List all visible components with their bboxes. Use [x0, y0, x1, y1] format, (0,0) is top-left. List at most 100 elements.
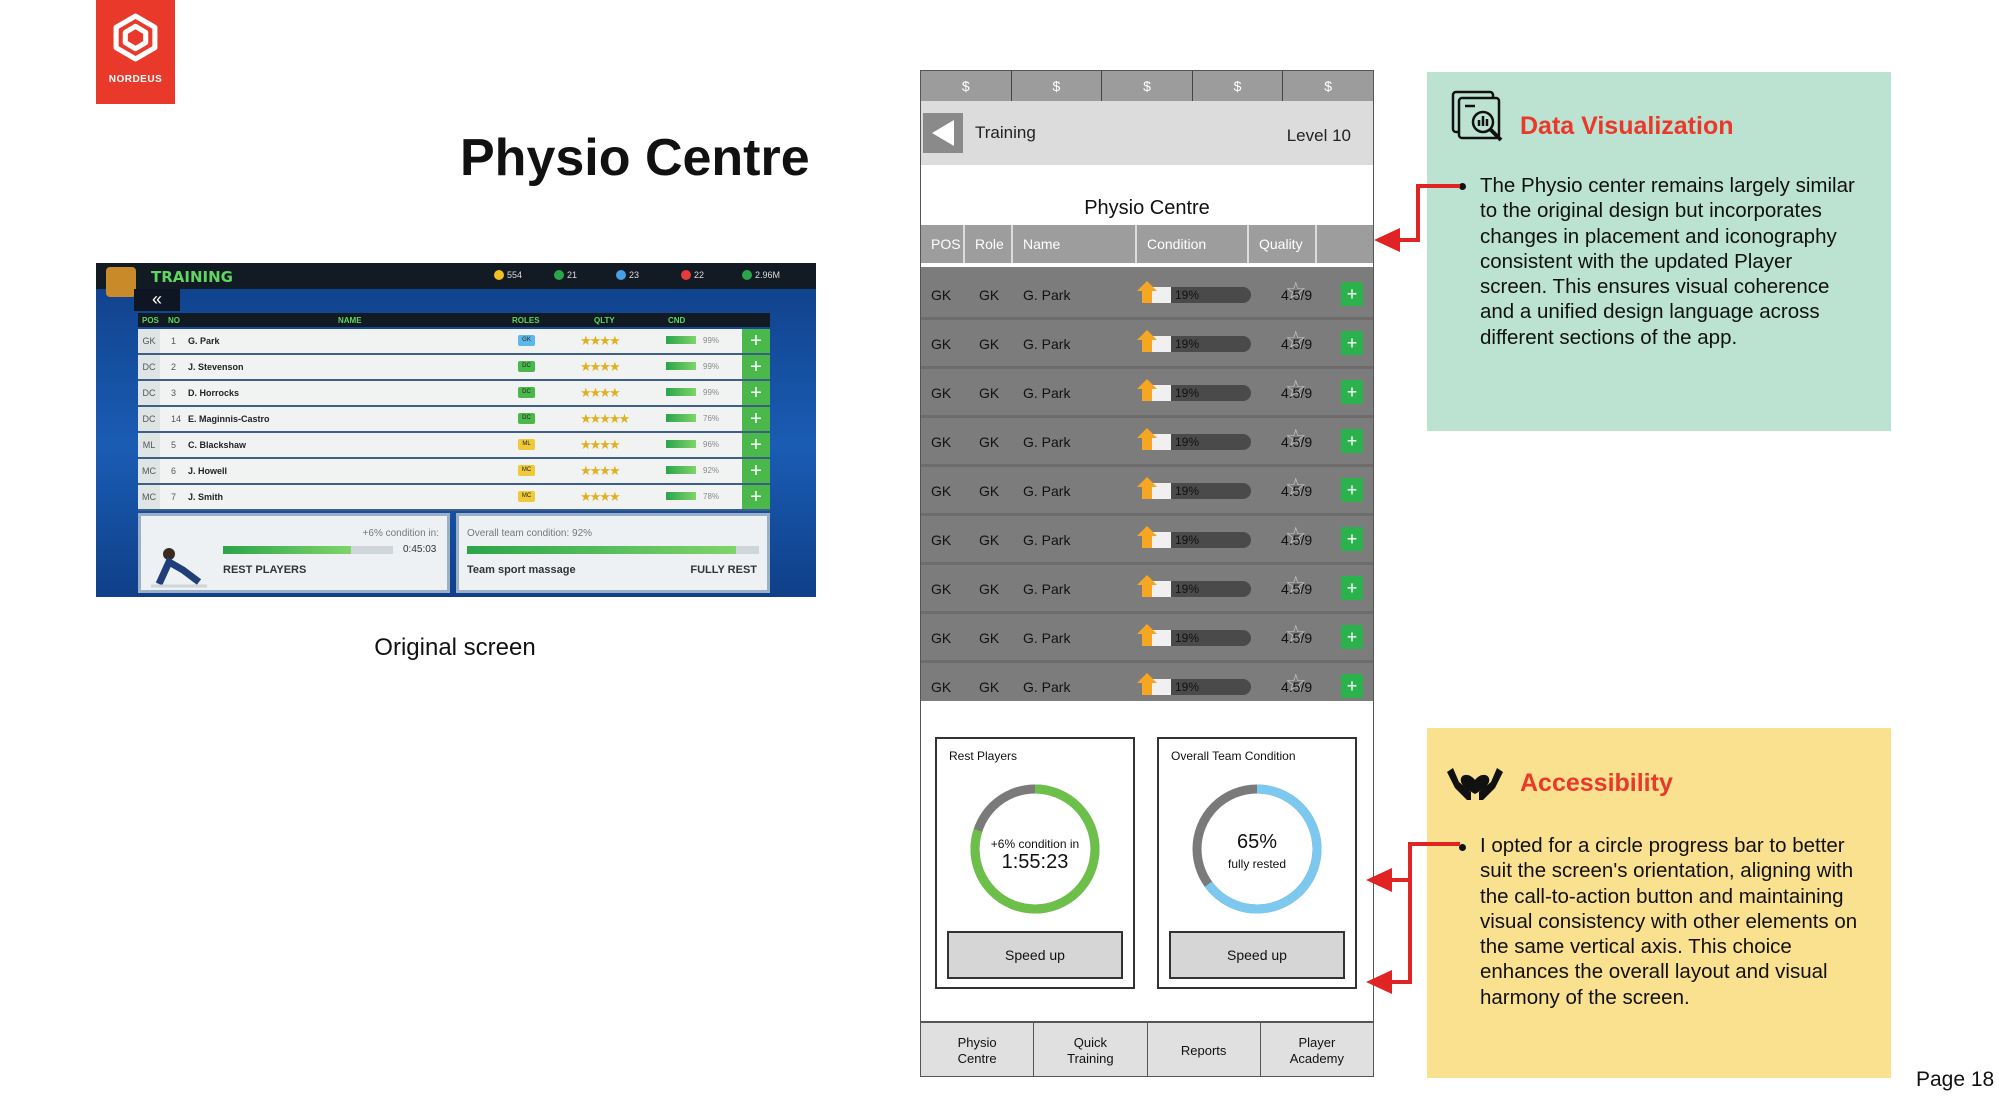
rest-speed-up-button[interactable]: Speed up [947, 931, 1123, 979]
tab-reports[interactable]: Reports [1147, 1023, 1261, 1076]
condition-percent: 19% [1175, 582, 1200, 596]
column-quality[interactable]: Quality [1249, 225, 1317, 263]
original-back-button[interactable]: « [134, 289, 180, 311]
quality-star-icon: ☆ [1285, 572, 1307, 599]
nav-title: Training [975, 123, 1036, 142]
quality-star-icon: ☆ [1285, 376, 1307, 403]
add-player-button[interactable]: + [1341, 674, 1363, 698]
player-pos: GK [931, 287, 952, 303]
phone-mockup: $ $ $ $ $ Training Level 10 Physio Centr… [920, 70, 1374, 1077]
add-player-button[interactable]: + [1341, 429, 1363, 453]
original-role-badge: GK [518, 335, 535, 346]
data-visualization-heading: Data Visualization [1520, 112, 1734, 140]
nordeus-mark-icon [113, 13, 158, 62]
original-role-badge: DC [518, 387, 535, 398]
column-pos[interactable]: POS [921, 225, 965, 263]
player-name: G. Park [1023, 581, 1071, 597]
add-player-button[interactable]: + [1341, 527, 1363, 551]
original-caption: Original screen [374, 634, 536, 661]
add-player-button[interactable]: + [1341, 576, 1363, 600]
add-player-button[interactable]: + [1341, 282, 1363, 306]
column-name[interactable]: Name [1013, 225, 1137, 263]
original-row-number: 14 [171, 414, 182, 424]
player-name: G. Park [1023, 532, 1071, 548]
team-condition-label: fully rested [1227, 857, 1287, 871]
original-top-bar: TRAINING 554 21 23 22 2.96M [96, 263, 816, 297]
original-team-label: Overall team condition: 92% [467, 528, 593, 539]
arrow-to-progress-and-button [1366, 842, 1460, 994]
condition-percent: 19% [1175, 533, 1200, 547]
tab-physio-centre[interactable]: Physio Centre [921, 1023, 1035, 1076]
original-add-icon[interactable]: + [742, 355, 770, 379]
data-visualization-body: The Physio center remains largely simila… [1480, 174, 1855, 349]
original-add-icon[interactable]: + [742, 485, 770, 509]
original-table-header: POS NO NAME ROLES QLTY CND [138, 313, 770, 327]
player-role: GK [979, 630, 1000, 646]
original-row-number: 3 [171, 388, 177, 398]
condition-bar: 19% [1137, 379, 1251, 401]
currency-slot[interactable]: $ [921, 71, 1012, 101]
original-add-icon[interactable]: + [742, 459, 770, 483]
accessibility-heading: Accessibility [1520, 769, 1673, 797]
add-player-button[interactable]: + [1341, 478, 1363, 502]
condition-bar: 19% [1137, 673, 1251, 695]
tab-quick-training[interactable]: Quick Training [1034, 1023, 1148, 1076]
condition-up-arrow-icon [1137, 575, 1157, 585]
resource-players: 23 [616, 270, 639, 280]
original-team-massage[interactable]: Team sport massage [467, 564, 576, 576]
original-rest-label: +6% condition in: [362, 528, 439, 539]
currency-slot[interactable]: $ [1193, 71, 1284, 101]
add-player-button[interactable]: + [1341, 625, 1363, 649]
original-condition-bar [666, 362, 696, 370]
add-player-button[interactable]: + [1341, 331, 1363, 355]
condition-bar: 19% [1137, 526, 1251, 548]
team-condition-card: Overall Team Condition 65% fully rested … [1157, 737, 1357, 989]
original-row-pos: MC [138, 485, 160, 509]
original-add-icon[interactable]: + [742, 329, 770, 353]
original-add-icon[interactable]: + [742, 407, 770, 431]
original-fully-rest-button[interactable]: FULLY REST [690, 564, 757, 576]
original-condition-percent: 96% [703, 440, 720, 449]
add-player-button[interactable]: + [1341, 380, 1363, 404]
currency-bar: $ $ $ $ $ [921, 71, 1373, 101]
original-row-number: 2 [171, 362, 177, 372]
rest-players-card: Rest Players +6% condition in 1:55:23 Sp… [935, 737, 1135, 989]
currency-slot[interactable]: $ [1012, 71, 1103, 101]
original-add-icon[interactable]: + [742, 433, 770, 457]
player-name: G. Park [1023, 336, 1071, 352]
player-pos: GK [931, 630, 952, 646]
currency-slot[interactable]: $ [1102, 71, 1193, 101]
currency-slot[interactable]: $ [1324, 78, 1333, 94]
original-add-icon[interactable]: + [742, 381, 770, 405]
team-speed-up-button[interactable]: Speed up [1169, 931, 1345, 979]
original-row-name: C. Blackshaw [188, 440, 247, 450]
player-name: G. Park [1023, 287, 1071, 303]
condition-up-arrow-icon [1137, 428, 1157, 438]
player-role: GK [979, 679, 1000, 695]
column-role[interactable]: Role [965, 225, 1013, 263]
column-condition[interactable]: Condition [1137, 225, 1249, 263]
original-quality-stars: ★★★★ [580, 359, 621, 374]
quality-star-icon: ☆ [1285, 327, 1307, 354]
original-rest-button[interactable]: REST PLAYERS [223, 564, 307, 576]
back-button[interactable] [923, 113, 963, 153]
original-quality-stars: ★★★★ [580, 489, 621, 504]
tab-player-academy[interactable]: Player Academy [1260, 1023, 1373, 1076]
